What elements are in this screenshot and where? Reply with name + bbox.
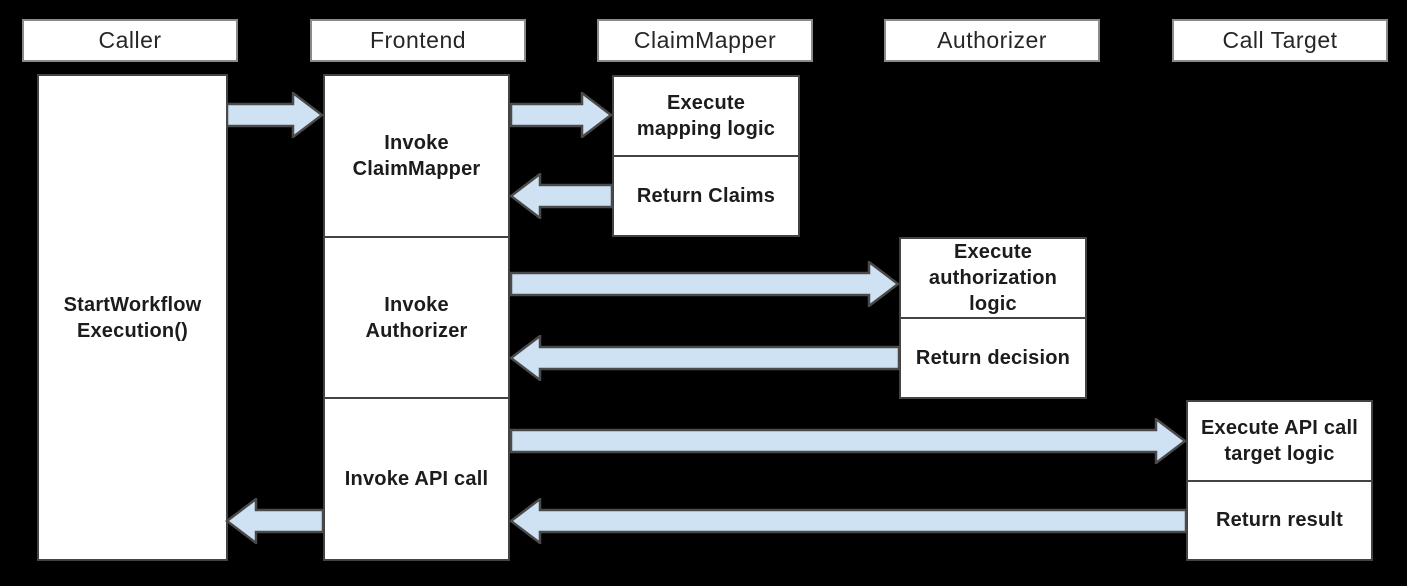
actor-label-frontend: Frontend [369, 27, 467, 53]
actor-label-calltarget: Call Target [1222, 27, 1338, 53]
step-return-result: Return result [1188, 479, 1371, 560]
step-execute-authorization-logic: Execute authorization logic [928, 241, 1058, 315]
actor-header-authorizer: Authorizer [884, 19, 1100, 62]
arrow-frontend-to-calltarget-icon [510, 418, 1187, 464]
arrow-caller-to-frontend-icon [226, 92, 324, 138]
arrow-authorizer-to-frontend-icon [509, 335, 900, 381]
step-invoke-api-call: Invoke API call [325, 397, 508, 559]
actor-label-authorizer: Authorizer [937, 27, 1047, 53]
arrow-frontend-to-authorizer-icon [510, 261, 900, 307]
actor-label-claimmapper: ClaimMapper [633, 27, 777, 53]
step-return-claims: Return Claims [614, 155, 798, 235]
step-invoke-claimmapper: Invoke ClaimMapper [352, 131, 481, 180]
lifeline-box-claimmapper: Execute mapping logic Return Claims [612, 75, 800, 237]
lifeline-box-caller: StartWorkflow Execution() [37, 74, 228, 561]
actor-label-caller: Caller [98, 27, 162, 53]
arrow-calltarget-to-frontend-icon [509, 498, 1187, 544]
actor-header-claimmapper: ClaimMapper [597, 19, 813, 62]
actor-header-calltarget: Call Target [1172, 19, 1388, 62]
step-execute-api-call-target-logic: Execute API call target logic [1201, 416, 1358, 465]
arrow-frontend-to-caller-icon [225, 498, 324, 544]
lifeline-box-authorizer: Execute authorization logic Return decis… [899, 237, 1087, 399]
lifeline-box-frontend: Invoke ClaimMapper Invoke Authorizer Inv… [323, 74, 510, 561]
lifeline-box-calltarget: Execute API call target logic Return res… [1186, 400, 1373, 561]
arrow-claimmapper-to-frontend-icon [509, 173, 613, 219]
actor-header-caller: Caller [22, 19, 238, 62]
step-execute-mapping-logic: Execute mapping logic [636, 92, 776, 140]
step-invoke-authorizer: Invoke Authorizer [325, 235, 508, 398]
arrow-frontend-to-claimmapper-icon [510, 92, 613, 138]
step-startworkflowexecution: StartWorkflow Execution() [63, 293, 202, 342]
step-return-decision: Return decision [901, 317, 1085, 397]
actor-header-frontend: Frontend [310, 19, 526, 62]
